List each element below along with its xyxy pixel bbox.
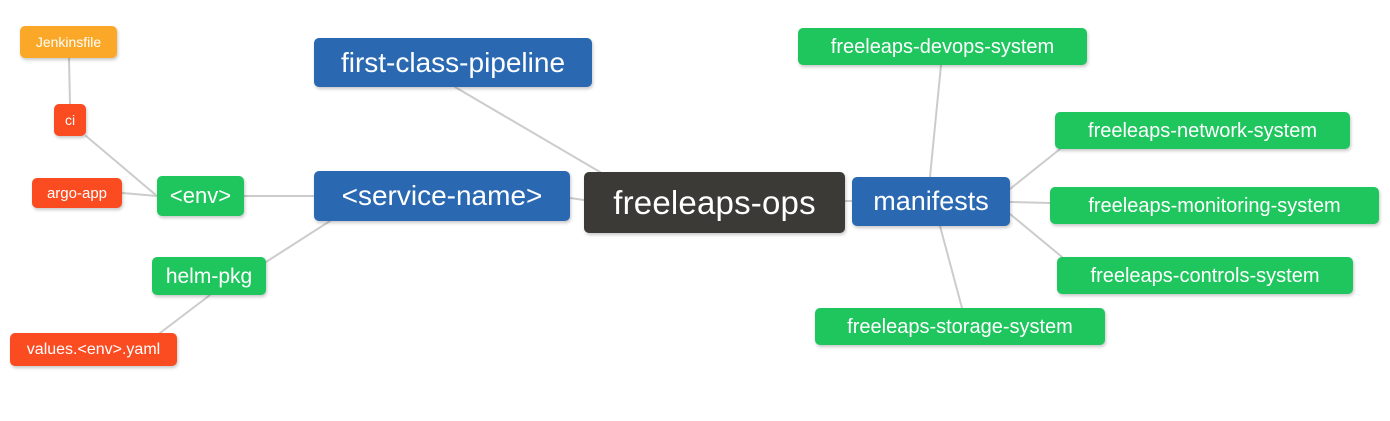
edge-jenkinsfile-to-ci [68, 57, 71, 105]
node-freeleaps-ops[interactable]: freeleaps-ops [584, 172, 845, 233]
edge-manifests-to-freeleaps-network-system [1009, 148, 1061, 190]
edge-service-name-to-freeleaps-ops [569, 197, 585, 201]
edge-values-yaml-to-helm-pkg [159, 294, 211, 334]
node-freeleaps-storage-system[interactable]: freeleaps-storage-system [815, 308, 1105, 345]
node-service-name[interactable]: <service-name> [314, 171, 570, 221]
node-jenkinsfile[interactable]: Jenkinsfile [20, 26, 117, 58]
node-helm-pkg[interactable]: helm-pkg [152, 257, 266, 295]
edge-manifests-to-freeleaps-monitoring-system [1009, 201, 1051, 204]
edge-argo-app-to-env [121, 192, 158, 197]
node-values-yaml[interactable]: values.<env>.yaml [10, 333, 177, 366]
node-freeleaps-monitoring-system[interactable]: freeleaps-monitoring-system [1050, 187, 1379, 224]
node-freeleaps-controls-system[interactable]: freeleaps-controls-system [1057, 257, 1353, 294]
node-freeleaps-devops-system[interactable]: freeleaps-devops-system [798, 28, 1087, 65]
node-ci[interactable]: ci [54, 104, 86, 136]
node-freeleaps-network-system[interactable]: freeleaps-network-system [1055, 112, 1350, 149]
edge-helm-pkg-to-service-name [265, 220, 331, 263]
edge-manifests-to-freeleaps-devops-system [929, 64, 942, 178]
node-manifests[interactable]: manifests [852, 177, 1010, 226]
node-first-class-pipeline[interactable]: first-class-pipeline [314, 38, 592, 87]
edge-manifests-to-freeleaps-storage-system [939, 225, 963, 309]
node-argo-app[interactable]: argo-app [32, 178, 122, 208]
edge-first-class-pipeline-to-freeleaps-ops [454, 86, 601, 173]
node-env[interactable]: <env> [157, 176, 244, 216]
